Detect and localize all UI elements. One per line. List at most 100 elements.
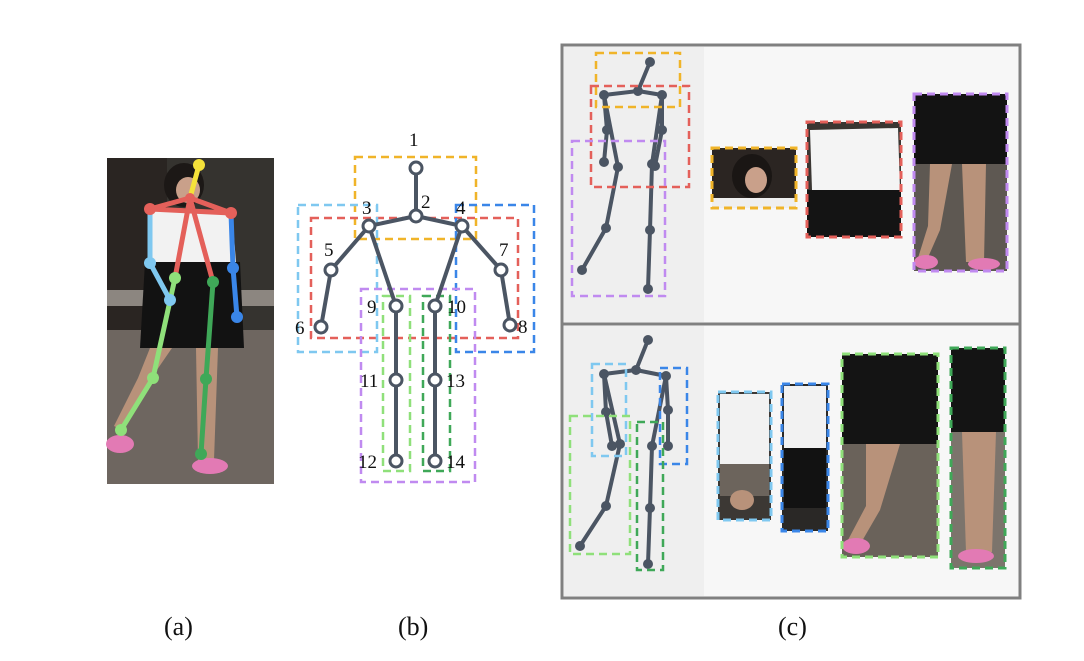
joint-label-6: 6 <box>295 318 305 339</box>
bone-forearm-right <box>499 268 512 327</box>
bone-neck-shoulder-left <box>367 214 418 228</box>
crop-torso <box>805 120 903 239</box>
joint-3 <box>361 218 377 234</box>
box-right-arm <box>454 203 536 354</box>
joint-12 <box>388 453 404 469</box>
bone-neck-shoulder-right <box>414 214 464 228</box>
bottom-bone-shoulder-left <box>602 368 638 376</box>
bone-upper-arm-right <box>460 224 503 272</box>
joint-label-1: 1 <box>409 130 419 151</box>
bottom-bone-torso-left <box>602 372 622 446</box>
joint-11 <box>388 372 404 388</box>
joint-label-8: 8 <box>518 317 528 338</box>
box-left-leg <box>381 294 412 473</box>
joint-13 <box>427 372 443 388</box>
crop-right-leg <box>949 346 1007 570</box>
joint-6 <box>313 319 329 335</box>
joint-label-5: 5 <box>324 240 334 261</box>
joint-9 <box>388 298 404 314</box>
joint-label-13: 13 <box>446 371 465 392</box>
bottom-joint-shoulder-right <box>661 371 671 381</box>
caption-c: (c) <box>778 612 807 641</box>
top-bone-shoulder-left <box>602 89 640 97</box>
box-legs <box>359 287 477 484</box>
photo-pose-panel <box>106 158 274 484</box>
bottom-joint-ankle-left <box>575 541 585 551</box>
bottom-joint-head <box>643 335 653 345</box>
skeleton-diagram: 1 2 3 4 5 6 7 8 9 10 11 12 13 14 <box>295 130 536 484</box>
bottom-joint-knee-right <box>645 503 655 513</box>
bottom-box-left-leg <box>568 414 632 556</box>
pose-joint-knee-left <box>147 372 159 384</box>
bottom-box-right-arm <box>658 366 689 466</box>
bottom-joint-elbow-right <box>663 405 673 415</box>
joint-label-2: 2 <box>421 192 431 213</box>
crop-head <box>710 146 798 210</box>
top-joint-ankle-right <box>643 284 653 294</box>
bone-torso-left <box>367 224 398 308</box>
joint-label-7: 7 <box>499 240 509 261</box>
bottom-joint-elbow-left <box>601 407 611 417</box>
pose-joint-hip-right <box>207 276 219 288</box>
pose-joint-elbow-left <box>144 257 156 269</box>
box-head <box>353 155 478 241</box>
joint-label-14: 14 <box>446 452 466 473</box>
joint-label-3: 3 <box>362 198 372 219</box>
photo-right-shoe <box>192 458 228 474</box>
caption-a: (a) <box>164 612 193 641</box>
joint-8 <box>502 317 518 333</box>
pose-torso-right <box>187 195 216 285</box>
pose-joint-knee-right <box>200 373 212 385</box>
pose-joint-wrist-right <box>231 311 243 323</box>
bottom-joint-wrist-left <box>607 441 617 451</box>
box-left-arm <box>296 203 379 354</box>
joint-label-12: 12 <box>358 452 377 473</box>
bottom-joint-neck <box>631 365 641 375</box>
crop-left-leg <box>840 352 940 559</box>
pose-joint-elbow-right <box>227 262 239 274</box>
photo-shirt <box>150 210 236 262</box>
top-joint-wrist-left <box>599 157 609 167</box>
top-joint-ankle-left <box>577 265 587 275</box>
joint-label-10: 10 <box>447 297 466 318</box>
pose-joint-head <box>193 159 205 171</box>
pose-joint-ankle-left <box>115 424 127 436</box>
pose-shoulders-line <box>147 195 232 216</box>
top-joint-shoulder-left <box>599 90 609 100</box>
box-torso <box>309 216 520 340</box>
bone-torso-right <box>433 224 464 308</box>
bone-forearm-left <box>319 268 333 329</box>
pose-torso-left <box>172 195 193 281</box>
photo-left-shoe <box>106 435 134 453</box>
bottom-joint-hip-right <box>647 441 657 451</box>
bottom-joint-hip-left <box>615 439 625 449</box>
top-joint-hip-left <box>613 162 623 172</box>
top-bone-head <box>636 60 652 93</box>
joint-2 <box>408 208 424 224</box>
bottom-joint-wrist-right <box>663 441 673 451</box>
pose-joint-ankle-right <box>195 448 207 460</box>
bottom-joint-knee-left <box>601 501 611 511</box>
joint-5 <box>323 262 339 278</box>
pose-joint-shoulder-right <box>225 207 237 219</box>
joint-7 <box>493 262 509 278</box>
crop-left-arm <box>716 390 773 522</box>
caption-b: (b) <box>398 612 429 641</box>
top-joint-knee-right <box>645 225 655 235</box>
top-joint-hip-right <box>647 159 657 169</box>
joint-1 <box>408 160 424 176</box>
bone-upper-arm-left <box>329 224 371 272</box>
pose-joint-neck <box>185 193 195 203</box>
top-box-torso <box>589 84 691 189</box>
joint-label-4: 4 <box>456 198 466 219</box>
top-joint-elbow-left <box>602 125 612 135</box>
top-joint-elbow-right <box>657 125 667 135</box>
pose-joint-wrist-left <box>164 294 176 306</box>
bottom-box-right-leg <box>635 420 665 572</box>
joint-label-11: 11 <box>360 371 378 392</box>
crop-right-arm <box>780 382 830 533</box>
pose-joint-hip-left <box>169 272 181 284</box>
top-joint-knee-left <box>601 223 611 233</box>
